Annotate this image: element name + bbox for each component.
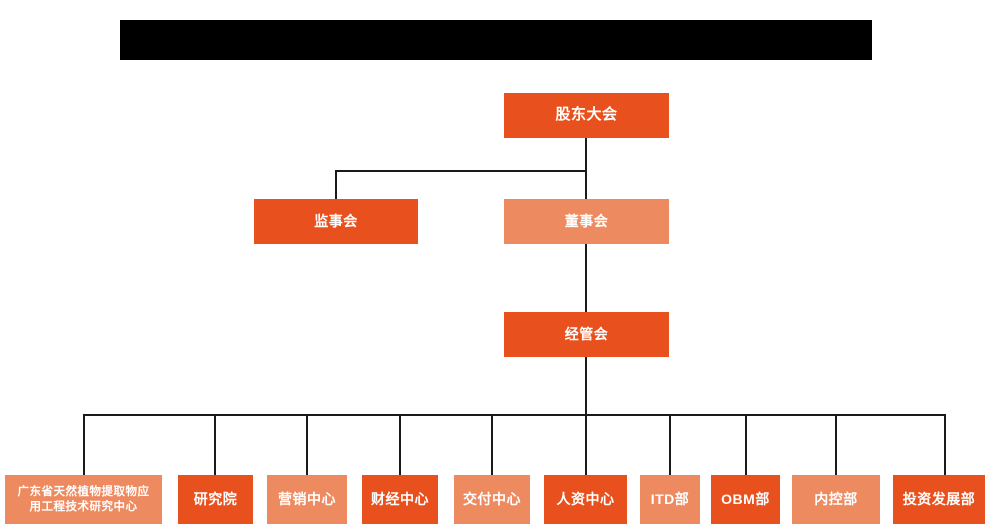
- node-label-shareholders-meeting: 股东大会: [555, 106, 618, 124]
- node-research-institute[interactable]: 研究院: [178, 475, 253, 524]
- connector-drop-obm-department: [745, 414, 747, 475]
- node-label-hr-center: 人资中心: [556, 490, 615, 507]
- redacted-title-bar: [120, 20, 872, 60]
- node-board-of-supervisors[interactable]: 监事会: [254, 199, 418, 244]
- node-internal-control-department[interactable]: 内控部: [792, 475, 880, 524]
- connector-management-to-dept-bus: [585, 357, 587, 416]
- node-shareholders-meeting[interactable]: 股东大会: [504, 93, 669, 138]
- connector-drop-delivery-center: [491, 414, 493, 475]
- node-guangdong-research-center[interactable]: 广东省天然植物提取物应 用工程技术研究中心: [5, 475, 162, 524]
- node-label-obm-department: OBM部: [721, 490, 770, 507]
- connector-shareholders-to-bus: [585, 138, 587, 171]
- node-label-guangdong-research-center: 广东省天然植物提取物应 用工程技术研究中心: [14, 485, 154, 514]
- connector-directors-to-management: [585, 244, 587, 313]
- node-label-delivery-center: 交付中心: [463, 490, 521, 507]
- node-management-committee[interactable]: 经管会: [504, 312, 669, 357]
- node-finance-center[interactable]: 财经中心: [362, 475, 438, 524]
- connector-drop-guangdong-research-center: [83, 414, 85, 475]
- connector-drop-hr-center: [585, 414, 587, 475]
- connector-bus-level2: [335, 170, 587, 172]
- node-investment-development-department[interactable]: 投资发展部: [893, 475, 985, 524]
- node-label-management-committee: 经管会: [564, 325, 609, 342]
- node-board-of-directors[interactable]: 董事会: [504, 199, 669, 244]
- connector-drop-research-institute: [214, 414, 216, 475]
- node-label-research-institute: 研究院: [193, 490, 238, 507]
- node-label-board-of-directors: 董事会: [564, 212, 609, 229]
- node-label-itd-department: ITD部: [650, 490, 690, 507]
- node-label-marketing-center: 营销中心: [278, 490, 336, 507]
- node-label-line2: 用工程技术研究中心: [29, 500, 138, 513]
- node-label-internal-control-department: 内控部: [814, 490, 858, 507]
- node-obm-department[interactable]: OBM部: [711, 475, 780, 524]
- node-delivery-center[interactable]: 交付中心: [454, 475, 530, 524]
- node-marketing-center[interactable]: 营销中心: [267, 475, 347, 524]
- connector-bus-to-directors: [585, 170, 587, 200]
- node-label-finance-center: 财经中心: [371, 490, 429, 507]
- connector-dept-bus: [83, 414, 945, 416]
- node-itd-department[interactable]: ITD部: [640, 475, 700, 524]
- connector-bus-to-supervisors: [335, 170, 337, 200]
- node-label-investment-development-department: 投资发展部: [902, 490, 976, 507]
- connector-drop-investment-development-department: [944, 414, 946, 475]
- node-label-board-of-supervisors: 监事会: [314, 212, 358, 229]
- node-label-line1: 广东省天然植物提取物应: [17, 486, 150, 499]
- connector-drop-finance-center: [399, 414, 401, 475]
- node-hr-center[interactable]: 人资中心: [544, 475, 627, 524]
- connector-drop-internal-control-department: [835, 414, 837, 475]
- connector-drop-marketing-center: [306, 414, 308, 475]
- connector-drop-itd-department: [669, 414, 671, 475]
